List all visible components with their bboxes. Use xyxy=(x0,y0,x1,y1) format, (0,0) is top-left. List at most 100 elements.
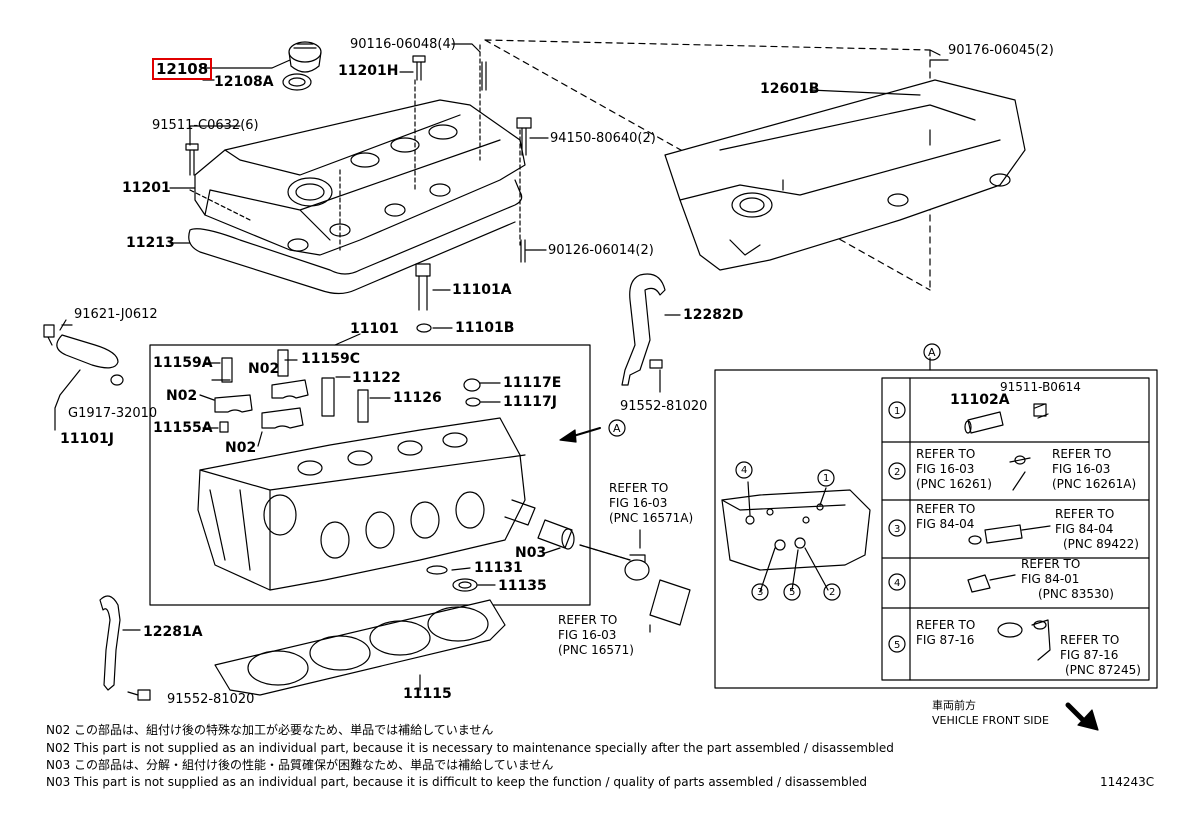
part-11135[interactable]: 11135 xyxy=(498,578,547,594)
inset-row-3-number: 3 xyxy=(894,524,901,535)
vehicle-front-arrowhead xyxy=(1077,709,1099,731)
cover-leader-90176 xyxy=(929,49,949,61)
part-91552-front[interactable]: 91552-81020 xyxy=(167,692,255,707)
inset-row-5-ref-right-1: REFER TO xyxy=(1060,633,1120,647)
part-11159a[interactable]: 11159A xyxy=(153,355,213,371)
note-line-2: N02 This part is not supplied as an indi… xyxy=(46,741,894,755)
head-cover-gasket-drawing xyxy=(188,179,523,295)
note-line-4: N03 This part is not supplied as an indi… xyxy=(46,775,867,789)
inset-row-4-ref-3[interactable]: (PNC 83530) xyxy=(1038,587,1114,601)
bracket-leaders xyxy=(659,314,681,393)
refer-16571-l3[interactable]: (PNC 16571) xyxy=(558,643,634,657)
cover-bolts xyxy=(185,55,532,263)
inset-row-2-ref-left-1: REFER TO xyxy=(916,447,976,461)
solenoid-leaders xyxy=(54,319,81,431)
cylinder-head-drawing xyxy=(197,417,526,591)
part-11201[interactable]: 11201 xyxy=(122,180,171,196)
inset-callout-circles xyxy=(735,461,841,601)
part-11126[interactable]: 11126 xyxy=(393,390,442,406)
note-n03[interactable]: N03 xyxy=(515,545,547,561)
inset-row-4-ref-2: FIG 84-01 xyxy=(1021,572,1080,586)
inset-row-1-part[interactable]: 11102A xyxy=(950,392,1010,408)
inset-row-5-ref-left-1: REFER TO xyxy=(916,618,976,632)
part-90176[interactable]: 90176-06045(2) xyxy=(948,43,1054,58)
inset-row-3-ref-right-2: FIG 84-04 xyxy=(1055,522,1114,536)
oil-filler-cap-drawing xyxy=(282,41,322,91)
part-11201h[interactable]: 11201H xyxy=(338,63,399,79)
part-11159c[interactable]: 11159C xyxy=(301,351,360,367)
note-n02-b[interactable]: N02 xyxy=(166,388,198,404)
part-11101[interactable]: 11101 xyxy=(350,321,399,337)
inset-row-3-ref-left-1: REFER TO xyxy=(916,502,976,516)
part-91552-rear[interactable]: 91552-81020 xyxy=(620,399,708,414)
inset-row-2-number: 2 xyxy=(894,467,901,478)
refer-16571a-l1: REFER TO xyxy=(609,481,669,495)
part-11101a[interactable]: 11101A xyxy=(452,282,512,298)
part-91621[interactable]: 91621-J0612 xyxy=(74,307,158,322)
head-part-leaders xyxy=(199,359,501,447)
refer-16571a-l3[interactable]: (PNC 16571A) xyxy=(609,511,694,525)
part-94150[interactable]: 94150-80640(2) xyxy=(550,131,656,146)
part-11115[interactable]: 11115 xyxy=(403,686,452,702)
cylinder-head-frame xyxy=(149,344,591,606)
inset-table xyxy=(881,377,1150,681)
front-bracket-leaders xyxy=(122,629,141,696)
inset-marker-3: 3 xyxy=(757,587,764,598)
inset-frame xyxy=(714,369,1158,689)
hose-clamp-drawing xyxy=(624,554,691,626)
inset-row-3-ref-left-2: FIG 84-04 xyxy=(916,517,975,531)
part-90126[interactable]: 90126-06014(2) xyxy=(548,243,654,258)
inset-row-1-bolt[interactable]: 91511-B0614 xyxy=(1000,380,1081,394)
head-bolt-drawing xyxy=(415,263,432,333)
bolt-leaders xyxy=(432,289,453,329)
part-11131[interactable]: 11131 xyxy=(474,560,523,576)
inset-row-3-ref-right-1: REFER TO xyxy=(1055,507,1115,521)
leader-12601b xyxy=(809,89,921,96)
water-pipe-drawing xyxy=(426,499,575,592)
inset-marker-5: 5 xyxy=(789,587,796,598)
figure-code: 114243C xyxy=(1100,775,1155,789)
part-11213[interactable]: 11213 xyxy=(126,235,175,251)
part-12282d[interactable]: 12282D xyxy=(683,307,744,323)
inset-row-5-ref-right-3[interactable]: (PNC 87245) xyxy=(1065,663,1141,677)
front-arrowhead xyxy=(559,429,577,443)
inset-row-3-ref-right-3[interactable]: (PNC 89422) xyxy=(1063,537,1139,551)
part-12281a[interactable]: 12281A xyxy=(143,624,203,640)
refer-16571a-l2: FIG 16-03 xyxy=(609,496,668,510)
part-11122[interactable]: 11122 xyxy=(352,370,401,386)
part-12108-selected[interactable]: 12108 xyxy=(152,58,213,80)
inset-part-glyphs xyxy=(964,403,1051,661)
frame-leaders xyxy=(211,333,361,381)
part-11101b[interactable]: 11101B xyxy=(455,320,515,336)
inset-head-drawing xyxy=(721,481,871,593)
cover-guide-lines xyxy=(189,44,521,251)
part-12108a[interactable]: 12108A xyxy=(214,74,274,90)
inset-row-5-number: 5 xyxy=(894,640,901,651)
inset-row-5-ref-left-2: FIG 87-16 xyxy=(916,633,975,647)
vehicle-front-arrow-line xyxy=(1065,702,1085,722)
engine-hanger-rear-drawing xyxy=(621,273,666,386)
inset-row-2-ref-right-3[interactable]: (PNC 16261A) xyxy=(1052,477,1137,491)
part-11101j[interactable]: 11101J xyxy=(60,431,114,447)
part-90116[interactable]: 90116-06048(4) xyxy=(350,37,456,52)
part-11117j[interactable]: 11117J xyxy=(503,394,557,410)
note-line-1: N02 この部品は、組付け後の特殊な加工が必要なため、単品では補給していません xyxy=(46,723,494,737)
callout-a-letter: A xyxy=(613,422,621,435)
inset-circle xyxy=(923,343,941,361)
part-11117e[interactable]: 11117E xyxy=(503,375,562,391)
leader-12108 xyxy=(202,59,291,81)
part-g1917[interactable]: G1917-32010 xyxy=(68,406,158,421)
engine-hanger-front-drawing xyxy=(99,595,151,701)
vehicle-front-jp: 車両前方 xyxy=(932,699,976,712)
inset-row-5-ref-right-2: FIG 87-16 xyxy=(1060,648,1119,662)
inset-row-2-ref-left-3[interactable]: (PNC 16261) xyxy=(916,477,992,491)
inset-row-circles xyxy=(888,401,906,653)
part-11155a[interactable]: 11155A xyxy=(153,420,213,436)
note-n02-c[interactable]: N02 xyxy=(225,440,257,456)
part-91511-c0632[interactable]: 91511-C0632(6) xyxy=(152,118,259,133)
note-n02-a[interactable]: N02 xyxy=(248,361,280,377)
part-12601b[interactable]: 12601B xyxy=(760,81,820,97)
cam-bearing-caps-drawing xyxy=(214,349,481,433)
inset-row-1-number: 1 xyxy=(894,406,901,417)
